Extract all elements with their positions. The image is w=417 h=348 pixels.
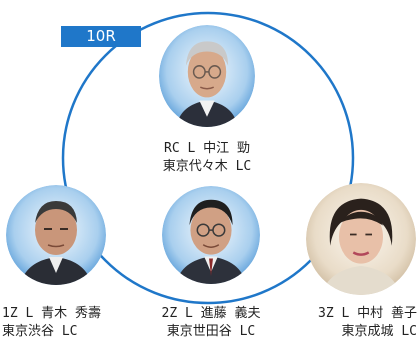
member-caption-2z: 2Z L 進藤 義夫 東京世田谷 LC	[150, 305, 272, 341]
member-club-3z: 東京成城 LC	[341, 324, 417, 339]
portrait-rc	[159, 25, 255, 127]
portrait-2z	[162, 186, 260, 284]
member-name-2z: 2Z L 進藤 義夫	[161, 306, 261, 321]
member-name-3z: 3Z L 中村 善子	[318, 306, 417, 321]
portrait-3z	[306, 183, 416, 295]
member-name-rc: RC L 中江 勁	[164, 141, 250, 156]
member-caption-3z: 3Z L 中村 善子 東京成城 LC	[291, 305, 417, 341]
member-club-1z: 東京渋谷 LC	[2, 324, 78, 339]
member-caption-1z: 1Z L 青木 秀壽 東京渋谷 LC	[2, 305, 132, 341]
member-caption-rc: RC L 中江 勁 東京代々木 LC	[148, 140, 266, 176]
member-name-1z: 1Z L 青木 秀壽	[2, 306, 101, 321]
region-badge: 10R	[61, 26, 141, 47]
member-club-rc: 東京代々木 LC	[162, 159, 252, 174]
portrait-1z	[6, 185, 106, 285]
member-club-2z: 東京世田谷 LC	[166, 324, 256, 339]
